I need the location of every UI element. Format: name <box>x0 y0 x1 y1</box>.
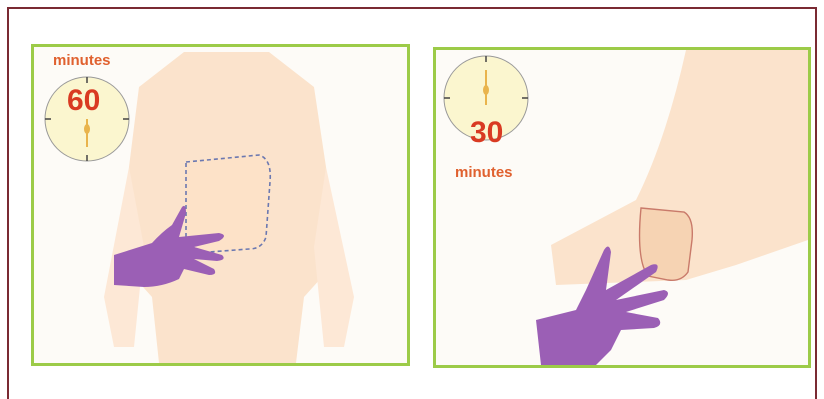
abdomen-panel: minutes 60 <box>31 44 410 366</box>
timer-unit-label: minutes <box>53 52 111 69</box>
timer-unit-label: minutes <box>455 164 513 181</box>
thigh-illustration <box>436 50 808 365</box>
thigh-panel: 30 minutes <box>433 47 811 368</box>
timer-value-label: 30 <box>470 116 503 150</box>
timer-value-label: 60 <box>67 84 100 118</box>
